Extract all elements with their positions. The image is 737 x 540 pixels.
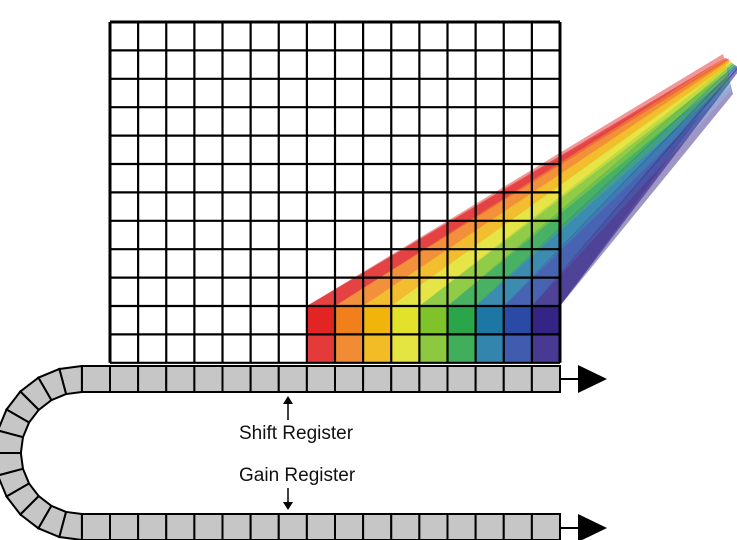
register-cell: [305, 365, 336, 393]
register-cell: [249, 513, 280, 540]
beam-band: [447, 64, 736, 306]
register-cell: [165, 365, 196, 393]
beam-glow: [306, 58, 729, 306]
register-cell: [137, 365, 168, 393]
beam-glow: [475, 70, 729, 306]
spectrum-pixel: [391, 306, 420, 335]
beam-sheet: [419, 71, 729, 307]
beam-sheet: [306, 54, 725, 306]
register-cell: [109, 365, 140, 393]
register-cell: [277, 365, 308, 393]
light-beam: [306, 54, 737, 307]
shift-output-arrow-head: [578, 365, 607, 393]
beam-glow: [363, 62, 729, 306]
register-cell: [193, 513, 224, 540]
register-cell: [80, 513, 111, 540]
register-cell: [502, 365, 533, 393]
register-cell: [390, 365, 421, 393]
beam-sheet: [363, 62, 727, 307]
spectrum-pixels: [306, 306, 560, 363]
spectrum-pixel: [419, 306, 448, 335]
beam-sheet: [531, 89, 733, 306]
arrows: [283, 365, 607, 540]
register-cell: [362, 365, 393, 393]
register-cell: [137, 513, 168, 540]
register-cell: [530, 513, 561, 540]
spectrum-pixel: [447, 306, 476, 335]
spectrum-pixel: [335, 334, 364, 363]
register-cell: [474, 365, 505, 393]
beam-sheet: [335, 58, 726, 306]
spectrum-pixel: [447, 334, 476, 363]
register-cell: [109, 513, 140, 540]
gain-register-label: Gain Register: [239, 465, 356, 486]
register-cell: [277, 513, 308, 540]
spectrum-pixel: [419, 334, 448, 363]
beam-band: [503, 66, 737, 306]
shift-register-label: Shift Register: [239, 423, 354, 444]
register-cell: [530, 365, 561, 393]
register-cell: [474, 513, 505, 540]
register-cell: [221, 365, 252, 393]
beam-band: [531, 67, 737, 306]
spectrum-pixel: [475, 334, 504, 363]
beam-band: [475, 65, 737, 306]
beam-band: [306, 58, 729, 306]
spectrum-pixel: [531, 334, 560, 363]
register-cell: [334, 365, 365, 393]
beam-band: [419, 62, 735, 306]
beam-glow: [419, 66, 729, 306]
spectrum-pixel: [363, 306, 392, 335]
register-cell: [249, 365, 280, 393]
spectrum-pixel: [503, 306, 532, 335]
spectrum-pixel: [503, 334, 532, 363]
beam-band: [363, 60, 732, 307]
register-cell: [80, 365, 111, 393]
gain-output-arrow-head: [578, 514, 607, 540]
register-cell: [502, 513, 533, 540]
spectrum-pixel: [363, 334, 392, 363]
spectrum-pixel: [391, 334, 420, 363]
spectrum-pixel: [335, 306, 364, 335]
sensor-grid: [108, 20, 562, 364]
register-cell: [362, 513, 393, 540]
spectrum-pixel: [531, 306, 560, 335]
shift-register: [0, 364, 561, 540]
register-cell: [58, 510, 83, 540]
beam-glow: [531, 74, 729, 306]
register-cell: [165, 513, 196, 540]
register-cell: [193, 365, 224, 393]
spectrum-pixel: [306, 334, 335, 363]
beam-glow: [447, 68, 729, 306]
beam-sheet: [447, 76, 730, 306]
register-cell: [418, 365, 449, 393]
register-cell: [446, 513, 477, 540]
register-cell: [446, 365, 477, 393]
register-cell: [390, 513, 421, 540]
register-cell: [221, 513, 252, 540]
shift-pointer-head: [283, 396, 293, 404]
register-cell: [305, 513, 336, 540]
spectrum-pixel: [306, 306, 335, 335]
register-cell: [418, 513, 449, 540]
register-cell: [334, 513, 365, 540]
spectrum-pixel: [475, 306, 504, 335]
gain-pointer-head: [283, 502, 293, 510]
